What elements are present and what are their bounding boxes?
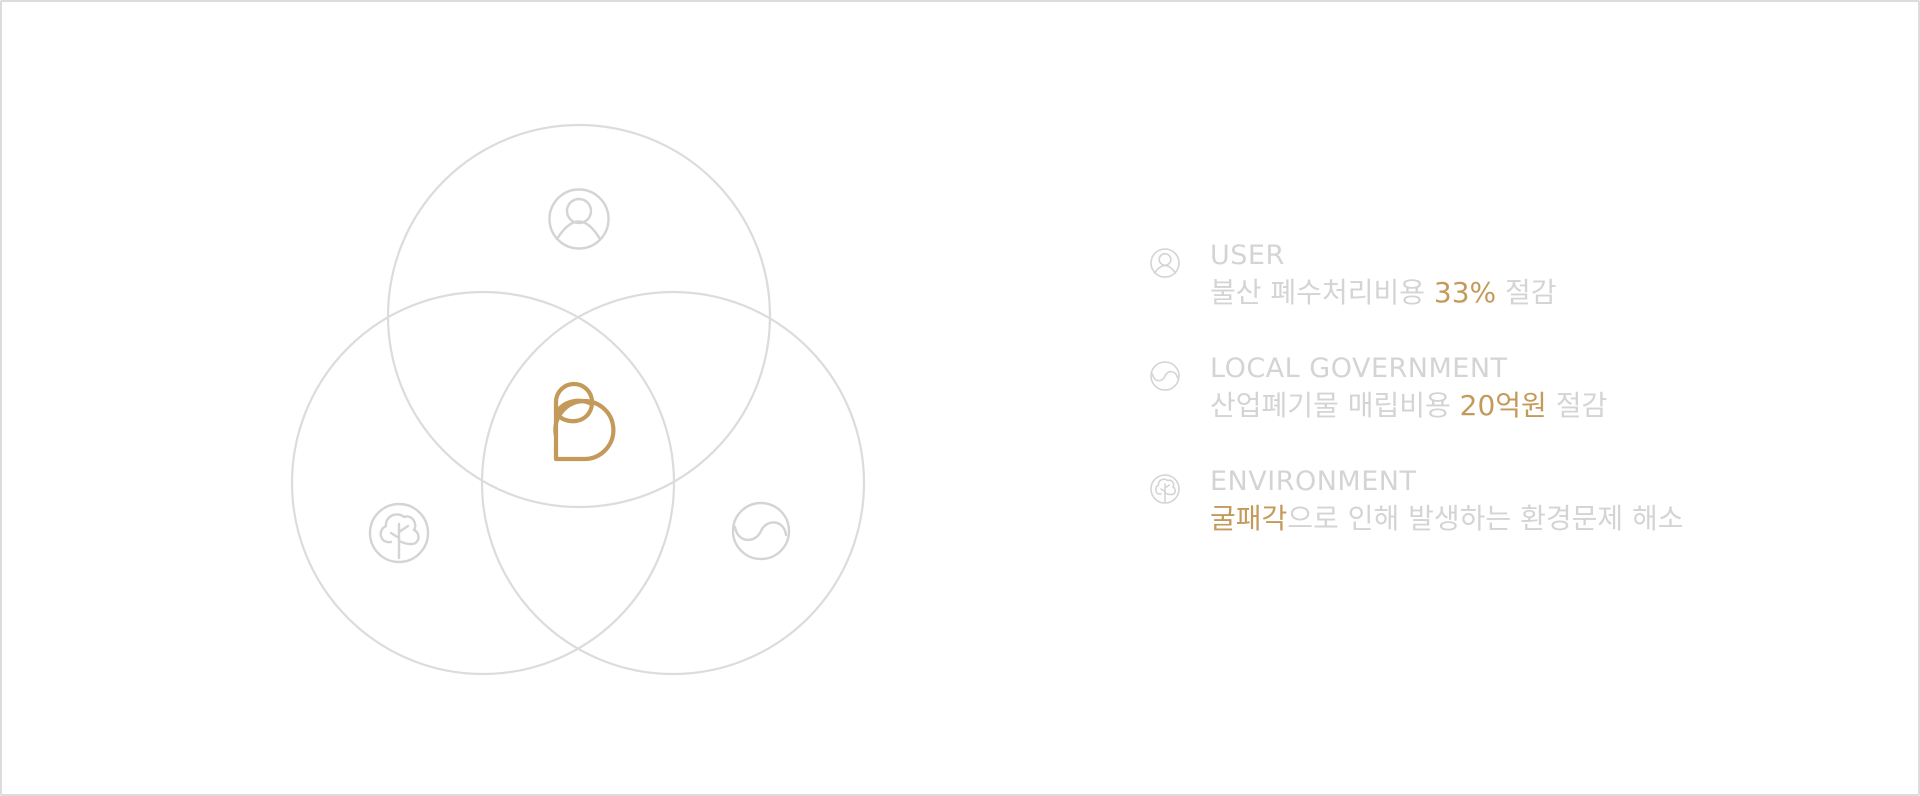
wave-icon xyxy=(731,501,791,561)
highlight-value: 20억원 xyxy=(1459,389,1547,422)
description-text: 산업폐기물 매립비용 xyxy=(1210,389,1460,422)
benefit-description: 불산 폐수처리비용 33% 절감 xyxy=(1210,274,1557,312)
description-text: 불산 폐수처리비용 xyxy=(1210,276,1434,309)
benefit-list: USER 불산 폐수처리비용 33% 절감 LOCAL GOVERNMENT 산… xyxy=(1148,240,1868,579)
description-text: 절감 xyxy=(1546,389,1608,422)
wave-icon xyxy=(1150,361,1180,391)
user-icon xyxy=(1150,248,1180,278)
user-icon xyxy=(548,188,610,250)
brand-logo-icon xyxy=(553,381,616,462)
benefit-title: LOCAL GOVERNMENT xyxy=(1210,353,1508,384)
highlight-value: 33% xyxy=(1433,276,1497,309)
benefit-item-environment: ENVIRONMENT 굴패각으로 인해 발생하는 환경문제 해소 xyxy=(1148,466,1868,579)
highlight-value: 굴패각 xyxy=(1210,502,1288,535)
benefit-text: USER 불산 폐수처리비용 33% 절감 xyxy=(1210,240,1557,312)
benefit-item-local-government: LOCAL GOVERNMENT 산업폐기물 매립비용 20억원 절감 xyxy=(1148,353,1868,466)
benefit-title: USER xyxy=(1210,240,1285,271)
description-text: 절감 xyxy=(1496,276,1557,309)
benefit-description: 굴패각으로 인해 발생하는 환경문제 해소 xyxy=(1210,500,1684,538)
tree-icon xyxy=(368,502,430,564)
benefit-item-user: USER 불산 폐수처리비용 33% 절감 xyxy=(1148,240,1868,353)
venn-circle-environment xyxy=(480,290,866,676)
benefit-text: LOCAL GOVERNMENT 산업폐기물 매립비용 20억원 절감 xyxy=(1210,353,1607,425)
venn-circle-user xyxy=(386,123,772,509)
benefit-description: 산업폐기물 매립비용 20억원 절감 xyxy=(1210,387,1607,425)
venn-circle-local-government xyxy=(290,290,676,676)
benefit-text: ENVIRONMENT 굴패각으로 인해 발생하는 환경문제 해소 xyxy=(1210,466,1684,538)
description-text: 으로 인해 발생하는 환경문제 해소 xyxy=(1287,502,1684,535)
tree-icon xyxy=(1150,474,1180,504)
benefit-title: ENVIRONMENT xyxy=(1210,466,1417,497)
